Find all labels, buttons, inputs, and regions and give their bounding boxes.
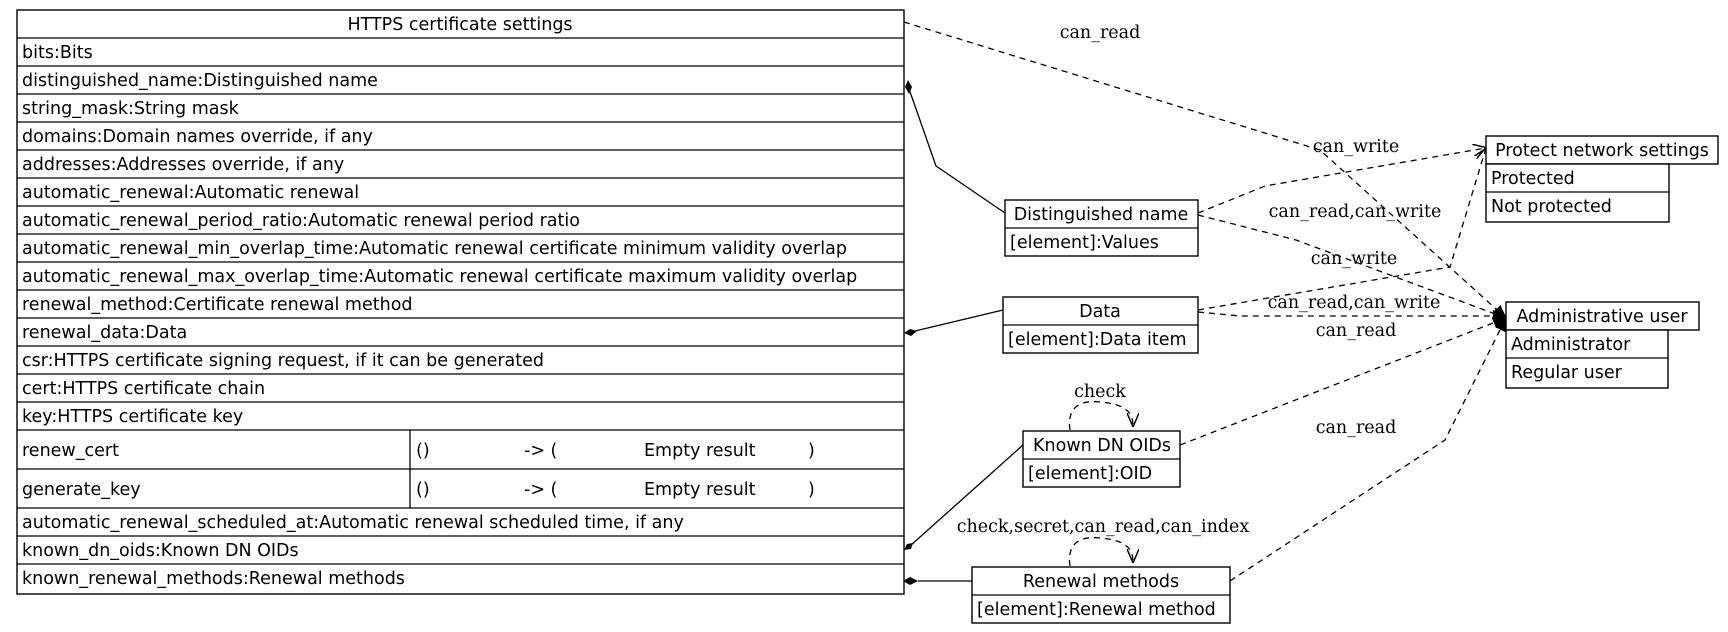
attribute-row: distinguished_name:Distinguished name — [22, 71, 378, 91]
attribute-row: renewal_method:Certificate renewal metho… — [22, 295, 413, 315]
edges: can_read can_write can_read,can_write ca… — [903, 21, 1507, 585]
edge-main-to-admin — [903, 21, 1507, 319]
edge-renewal-to-admin — [1229, 317, 1507, 582]
class-title: Distinguished name — [1014, 205, 1189, 225]
edge-label-renewal-check: check,secret,can_read,can_index — [957, 517, 1250, 537]
composition-data — [914, 309, 1004, 332]
class-row: [element]:Values — [1010, 233, 1159, 253]
edge-label-data-can-write: can_write — [1311, 249, 1398, 269]
class-renewal-methods: Renewal methods [element]:Renewal method — [971, 566, 1231, 624]
composition-diamond-renewal — [903, 577, 918, 585]
edge-label-data-can-read: can_read — [1316, 321, 1397, 341]
edge-data-to-protect — [1197, 148, 1486, 311]
method-close: ) — [808, 441, 815, 461]
method-arrow: -> ( — [524, 441, 557, 461]
attribute-row: cert:HTTPS certificate chain — [22, 379, 265, 399]
attribute-row: automatic_renewal_max_overlap_time:Autom… — [22, 267, 857, 287]
edge-label-dn-can-read-write: can_read,can_write — [1269, 202, 1442, 222]
method-params: () — [416, 441, 430, 461]
edge-data-to-admin — [1197, 310, 1507, 322]
composition-diamond-dn — [905, 80, 912, 94]
attribute-row: known_dn_oids:Known DN OIDs — [22, 541, 299, 561]
class-row: Administrator — [1511, 335, 1631, 355]
self-loop-oids — [1068, 400, 1133, 431]
attribute-row: automatic_renewal_period_ratio:Automatic… — [22, 211, 580, 231]
class-title: Renewal methods — [1023, 572, 1179, 592]
class-data: Data [element]:Data item — [1002, 296, 1199, 354]
composition-known-dn-oids — [909, 444, 1024, 547]
main-class-title: HTTPS certificate settings — [347, 15, 572, 35]
method-name: renew_cert — [22, 441, 119, 461]
edge-label-oids-check: check — [1074, 382, 1126, 402]
class-administrative-user: Administrative user Administrator Regula… — [1505, 301, 1700, 389]
attribute-row: known_renewal_methods:Renewal methods — [22, 569, 405, 589]
main-class-box — [16, 9, 905, 595]
class-row: [element]:OID — [1028, 464, 1152, 484]
class-row: Protected — [1491, 169, 1575, 189]
composition-diamond-oids — [904, 543, 913, 550]
attribute-row: automatic_renewal_min_overlap_time:Autom… — [22, 239, 847, 259]
method-params: () — [416, 480, 430, 500]
edge-dn-to-protect — [1197, 148, 1486, 214]
class-title: Protect network settings — [1495, 141, 1709, 161]
method-result: Empty result — [644, 441, 756, 461]
class-title: Data — [1079, 302, 1121, 322]
attribute-row: domains:Domain names override, if any — [22, 127, 373, 147]
composition-diamond-data — [904, 329, 917, 336]
edge-oids-to-admin — [1179, 317, 1507, 446]
class-distinguished-name: Distinguished name [element]:Values — [1004, 199, 1199, 257]
class-title: Administrative user — [1516, 307, 1688, 327]
method-close: ) — [808, 480, 815, 500]
attribute-row: string_mask:String mask — [22, 99, 240, 119]
class-row: [element]:Renewal method — [977, 600, 1216, 620]
class-protect-network-settings: Protect network settings Protected Not p… — [1485, 135, 1719, 223]
class-row: Not protected — [1491, 197, 1612, 217]
class-row: Regular user — [1511, 363, 1623, 383]
attribute-row: bits:Bits — [22, 43, 93, 63]
self-loop-renewal — [1068, 536, 1133, 567]
attribute-row: automatic_renewal_scheduled_at:Automatic… — [22, 513, 684, 533]
class-title: Known DN OIDs — [1033, 436, 1171, 456]
attribute-row: csr:HTTPS certificate signing request, i… — [22, 351, 544, 371]
method-name: generate_key — [22, 480, 141, 500]
edge-label-data-can-read-write: can_read,can_write — [1268, 293, 1441, 313]
method-result: Empty result — [644, 480, 756, 500]
composition-distinguished-name — [907, 85, 1006, 214]
attribute-row: key:HTTPS certificate key — [22, 407, 243, 427]
attribute-row: addresses:Addresses override, if any — [22, 155, 344, 175]
edge-label-oids-can-read: can_read — [1316, 418, 1397, 438]
attribute-row: automatic_renewal:Automatic renewal — [22, 183, 359, 203]
attribute-row: renewal_data:Data — [22, 323, 187, 343]
class-https-certificate-settings: HTTPS certificate settings bits:Bits dis… — [16, 9, 905, 595]
edge-dn-to-admin — [1197, 214, 1507, 320]
class-row: [element]:Data item — [1008, 330, 1187, 350]
class-known-dn-oids: Known DN OIDs [element]:OID — [1022, 430, 1181, 488]
edge-label-dn-can-write: can_write — [1313, 137, 1400, 157]
edge-label-main-can-read: can_read — [1060, 23, 1141, 43]
method-arrow: -> ( — [524, 480, 557, 500]
